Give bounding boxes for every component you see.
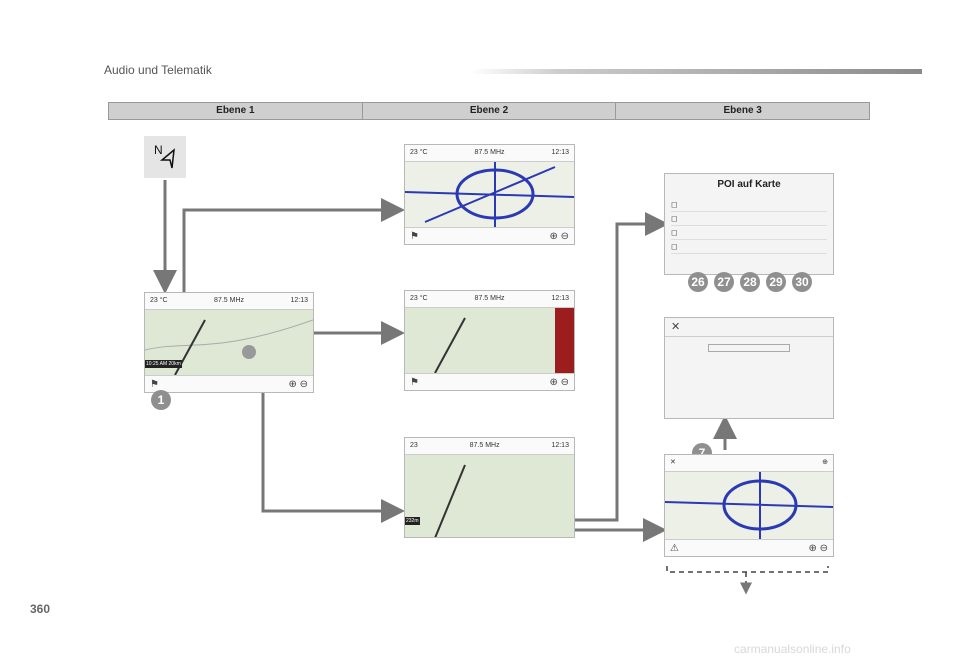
badge-27: 27	[714, 272, 734, 292]
map-view[interactable]: 10:25 AM 20km	[145, 310, 313, 376]
badge-row: 26 27 28 29 30	[688, 272, 812, 292]
bottom-toolbar[interactable]: ⚑⊕ ⊖	[145, 375, 313, 392]
poi-title: POI auf Karte	[717, 179, 781, 190]
nav-time: 10:25 AM 20km	[145, 360, 182, 368]
screen-level3-map: ✕⊕ ⚠⊕ ⊖	[664, 454, 834, 557]
badge-28: 28	[740, 272, 760, 292]
map-view-2[interactable]	[405, 162, 574, 227]
map-view-3[interactable]	[405, 308, 574, 374]
poi-screen: POI auf Karte ◻ ◻ ◻ ◻	[664, 173, 834, 275]
footer-watermark: carmanualsonline.info	[734, 642, 851, 656]
badge-29: 29	[766, 272, 786, 292]
page-number: 360	[30, 602, 51, 616]
nav-distance: 232m	[405, 517, 420, 525]
level-header: Ebene 1 Ebene 2 Ebene 3	[108, 102, 870, 120]
level-1: Ebene 1	[109, 103, 363, 119]
search-input[interactable]	[708, 344, 790, 352]
level-3: Ebene 3	[723, 105, 762, 116]
close-icon[interactable]: ✕	[665, 318, 833, 337]
poi-row[interactable]: ◻	[671, 198, 827, 212]
poi-row[interactable]: ◻	[671, 212, 827, 226]
map-view-5[interactable]	[665, 472, 833, 539]
poi-row[interactable]: ◻	[671, 226, 827, 240]
keyboard-screen: ✕	[664, 317, 834, 419]
badge-1: 1	[151, 390, 171, 410]
poi-row[interactable]: ◻	[671, 240, 827, 254]
badge-30: 30	[792, 272, 812, 292]
badge-26: 26	[688, 272, 708, 292]
compass-icon[interactable]: N	[144, 136, 186, 178]
header-rule	[470, 69, 922, 74]
map-view-4[interactable]: 232m	[405, 455, 574, 537]
level-2: Ebene 2	[363, 103, 617, 119]
section-title: Audio und Telematik	[104, 63, 212, 77]
svg-text:N: N	[154, 143, 163, 157]
